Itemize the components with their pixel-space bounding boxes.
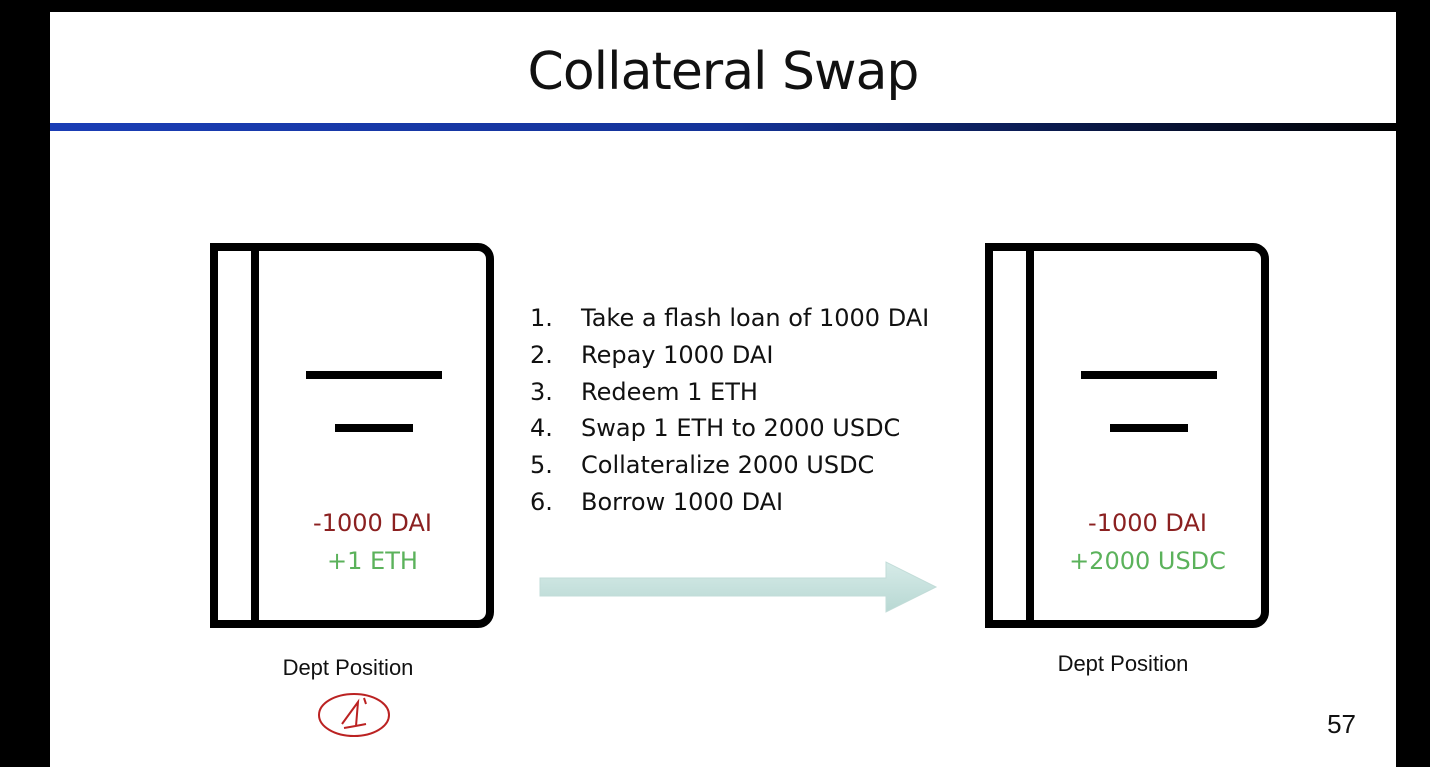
before-caption: Dept Position <box>282 655 414 680</box>
step-item: 1.Take a flash loan of 1000 DAI <box>530 304 930 332</box>
debt-amount: -1000 DAI <box>1088 509 1207 537</box>
debt-position-before-book-icon: -1000 DAI +1 ETH <box>210 243 494 628</box>
book-line <box>1110 424 1188 432</box>
book-line <box>306 371 442 379</box>
step-item: 6.Borrow 1000 DAI <box>530 487 784 516</box>
right-arrow-icon <box>539 561 938 613</box>
step-item: 4.Swap 1 ETH to 2000 USDC <box>530 414 901 443</box>
handwritten-annotation <box>318 693 390 737</box>
collateral-amount: +2000 USDC <box>1069 547 1226 575</box>
debt-amount: -1000 DAI <box>313 509 432 537</box>
step-item: 3.Redeem 1 ETH <box>530 377 758 406</box>
title-divider <box>50 123 1396 131</box>
book-line <box>1081 371 1217 379</box>
step-item: 5.Collateralize 2000 USDC <box>530 451 875 480</box>
book-line <box>335 424 413 432</box>
slide-title: Collateral Swap <box>527 42 920 102</box>
after-caption: Dept Position <box>1057 651 1189 676</box>
step-item: 2.Repay 1000 DAI <box>530 340 774 369</box>
debt-position-after-book-icon: -1000 DAI +2000 USDC <box>985 243 1269 628</box>
book-spine <box>1026 251 1034 620</box>
page-number: 57 <box>1327 709 1356 739</box>
book-spine <box>251 251 259 620</box>
collateral-amount: +1 ETH <box>327 547 418 575</box>
slide: Collateral Swap -1000 DAI +1 ETH Dept Po… <box>50 12 1396 767</box>
steps-list: 1.Take a flash loan of 1000 DAI 2.Repay … <box>530 304 929 525</box>
